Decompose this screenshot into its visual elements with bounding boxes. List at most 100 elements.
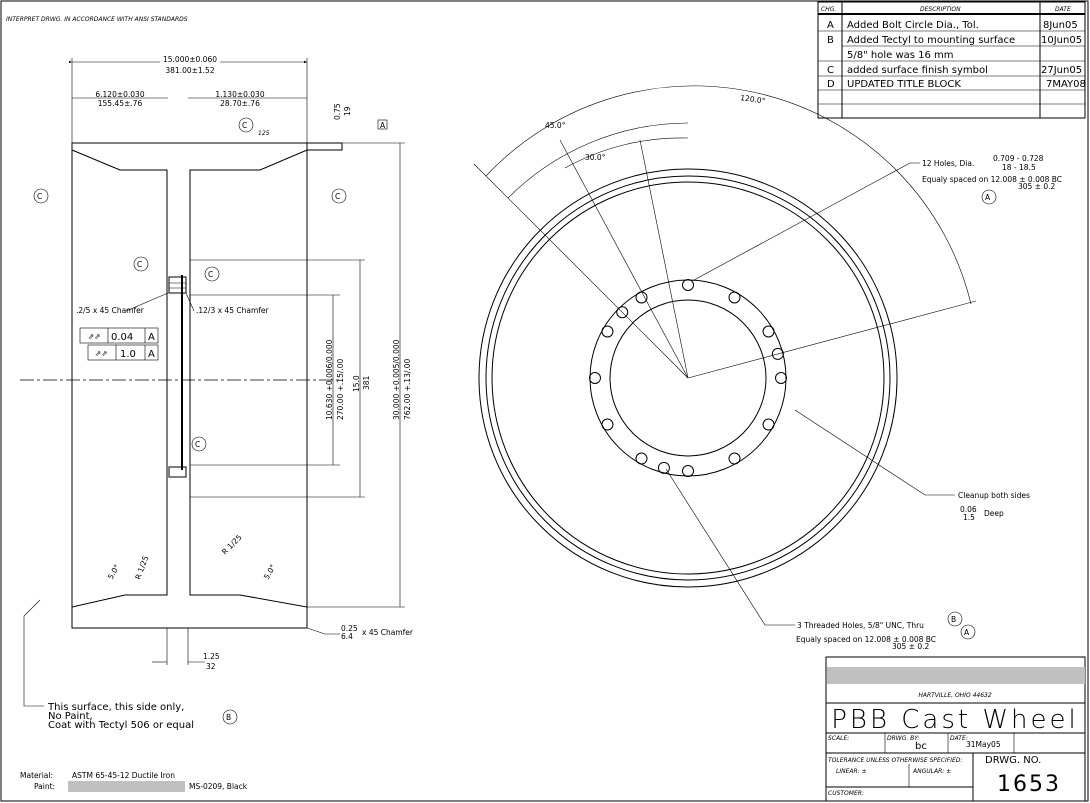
bolt-hole (601, 325, 614, 338)
surface-note: No Paint, (48, 711, 93, 722)
title-block: HARTVILLE, OHIO 44632 PBB Cast Wheel SCA… (825, 656, 1086, 802)
rev-header-chg: CHG. (821, 6, 836, 13)
drawing-date: 31May05 (966, 740, 1001, 749)
bolt-hole (762, 418, 775, 431)
rev-chg: C (827, 65, 834, 76)
radius-right: R 1/25 (220, 533, 244, 557)
drawing-title: PBB Cast Wheel (831, 705, 1079, 735)
dim-left-mm: 155.45±.76 (98, 99, 143, 108)
fcf-datum: A (148, 332, 155, 343)
surface-note: Coat with Tectyl 506 or equal (48, 720, 194, 731)
holes-dia-mm: 18 - 18.5 (1002, 163, 1036, 172)
front-view: 120.0° 45.0° 30.0° 12 Holes, Dia. 0.709 … (473, 85, 1062, 651)
paint-value: MS-0209, Black (189, 782, 248, 791)
side-section-view: 15.000±0.060 381.00±1.52 6.120±0.030 155… (20, 54, 414, 731)
tolerance-label: TOLERANCE UNLESS OTHERWISE SPECIFIED: (828, 757, 962, 764)
angle-45: 45.0° (545, 121, 566, 130)
bolt-hole (635, 452, 648, 465)
rev-description: Added Tectyl to mounting surface (847, 35, 1015, 46)
chamfer-bottom-in: 0.25 (341, 624, 358, 633)
rev-description: Added Bolt Circle Dia., Tol. (847, 20, 979, 31)
rev-chg: A (827, 20, 834, 31)
dim-od-mm: 762.00 +.13/.00 (403, 358, 412, 420)
rev-date: 10Jun05 (1041, 35, 1082, 46)
dim-web-mm: 32 (206, 662, 216, 671)
threaded-callout: B (951, 615, 956, 624)
material-block: Material: ASTM 65-45-12 Ductile Iron Pai… (20, 771, 248, 792)
bolt-hole (728, 452, 741, 465)
angle-30: 30.0° (585, 153, 606, 162)
datum-label: A (380, 121, 386, 130)
finish-callout: C (195, 440, 200, 449)
holes-bc: Equaly spaced on 12.008 ± 0.008 BC (922, 175, 1062, 184)
dim-hub-mm: 381 (362, 375, 371, 390)
redacted-field (68, 781, 185, 792)
chamfer-left-note: .2/5 x 45 Chamfer (76, 306, 145, 315)
linear-tolerance: LINEAR: ± (836, 768, 867, 775)
angle-120: 120.0° (740, 93, 766, 105)
dim-bore-mm: 270.00 +.15/.00 (336, 358, 345, 420)
scale-label: SCALE: (828, 735, 849, 742)
holes-bc-mm: 305 ± 0.2 (1018, 182, 1056, 191)
bolt-hole (682, 279, 694, 291)
date-label: DATE: (950, 735, 968, 742)
rev-chg: D (827, 79, 835, 90)
material-value: ASTM 65-45-12 Ductile Iron (72, 771, 175, 780)
threaded-callout: A (964, 628, 970, 637)
fcf-datum: A (148, 349, 155, 360)
threaded-bc-mm: 305 ± 0.2 (892, 642, 930, 651)
dim-bore-in: 10.630 +0.006/0.000 (325, 339, 334, 420)
bolt-hole (775, 372, 787, 384)
header-note: INTERPRET DRWG. IN ACCORDANCE WITH ANSI … (6, 16, 188, 23)
runout-icon: ⇗⇗ (88, 332, 101, 341)
bolt-hole (682, 465, 694, 477)
rev-description: added surface finish symbol (847, 65, 988, 76)
holes-dia-in: 0.709 - 0.728 (993, 154, 1044, 163)
dim-web-in: 1.25 (203, 652, 220, 661)
chamfer-bottom-mm: 6.4 (341, 632, 353, 641)
dim-rim-in: 0.75 (333, 103, 342, 120)
bolt-hole (589, 372, 601, 384)
customer-label: CUSTOMER: (828, 790, 864, 797)
threaded-hole (771, 347, 784, 360)
drawn-by-label: DRWG. BY: (887, 735, 919, 742)
drawing-number: 1653 (997, 772, 1061, 797)
chamfer-bottom-note: x 45 Chamfer (362, 628, 414, 637)
dim-overall-in: 15.000±0.060 (163, 55, 217, 64)
dim-right-mm: 28.70±.76 (220, 99, 260, 108)
surface-note: This surface, this side only, (47, 702, 184, 713)
finish-callout: C (242, 121, 247, 130)
finish-callout: C (137, 260, 142, 269)
drawn-by: bc (915, 741, 927, 752)
bolt-hole (728, 291, 741, 304)
surface-callout: B (226, 713, 231, 722)
address: HARTVILLE, OHIO 44632 (918, 692, 992, 699)
holes-callout: A (985, 193, 991, 202)
rev-header-description: DESCRIPTION (920, 6, 961, 13)
threaded-hole (657, 461, 670, 474)
rev-date: 27Jun05 (1041, 65, 1082, 76)
dim-od-in: 30.000 +0.005/0.000 (392, 339, 401, 420)
threaded-bc: Equaly spaced on 12.008 ± 0.008 BC (796, 635, 936, 644)
draft-left: 5.0° (106, 563, 122, 581)
angular-tolerance: ANGULAR: ± (912, 768, 951, 775)
finish-callout: C (37, 192, 42, 201)
bolt-hole (601, 418, 614, 431)
finish-callout: C (208, 270, 213, 279)
dim-rim-mm: 19 (343, 106, 352, 116)
threaded-note: 3 Threaded Holes, 5/8" UNC, Thru (797, 621, 924, 630)
dim-hub-in: 15.0 (352, 375, 361, 392)
bolt-hole (635, 291, 648, 304)
rev-chg: B (827, 35, 834, 46)
revision-table: CHG. DESCRIPTION DATE A Added Bolt Circl… (817, 1, 1086, 119)
cleanup-depth-in: 0.06 (960, 505, 977, 514)
bolt-hole (762, 325, 775, 338)
cleanup-note: Cleanup both sides (958, 491, 1030, 500)
cleanup-depth-mm: 1.5 (963, 513, 975, 522)
dim-right-in: 1.130±0.030 (215, 90, 264, 99)
rev-date: 8Jun05 (1043, 20, 1078, 31)
fcf-value: 0.04 (111, 332, 133, 343)
surface-finish: 125 (258, 130, 270, 137)
